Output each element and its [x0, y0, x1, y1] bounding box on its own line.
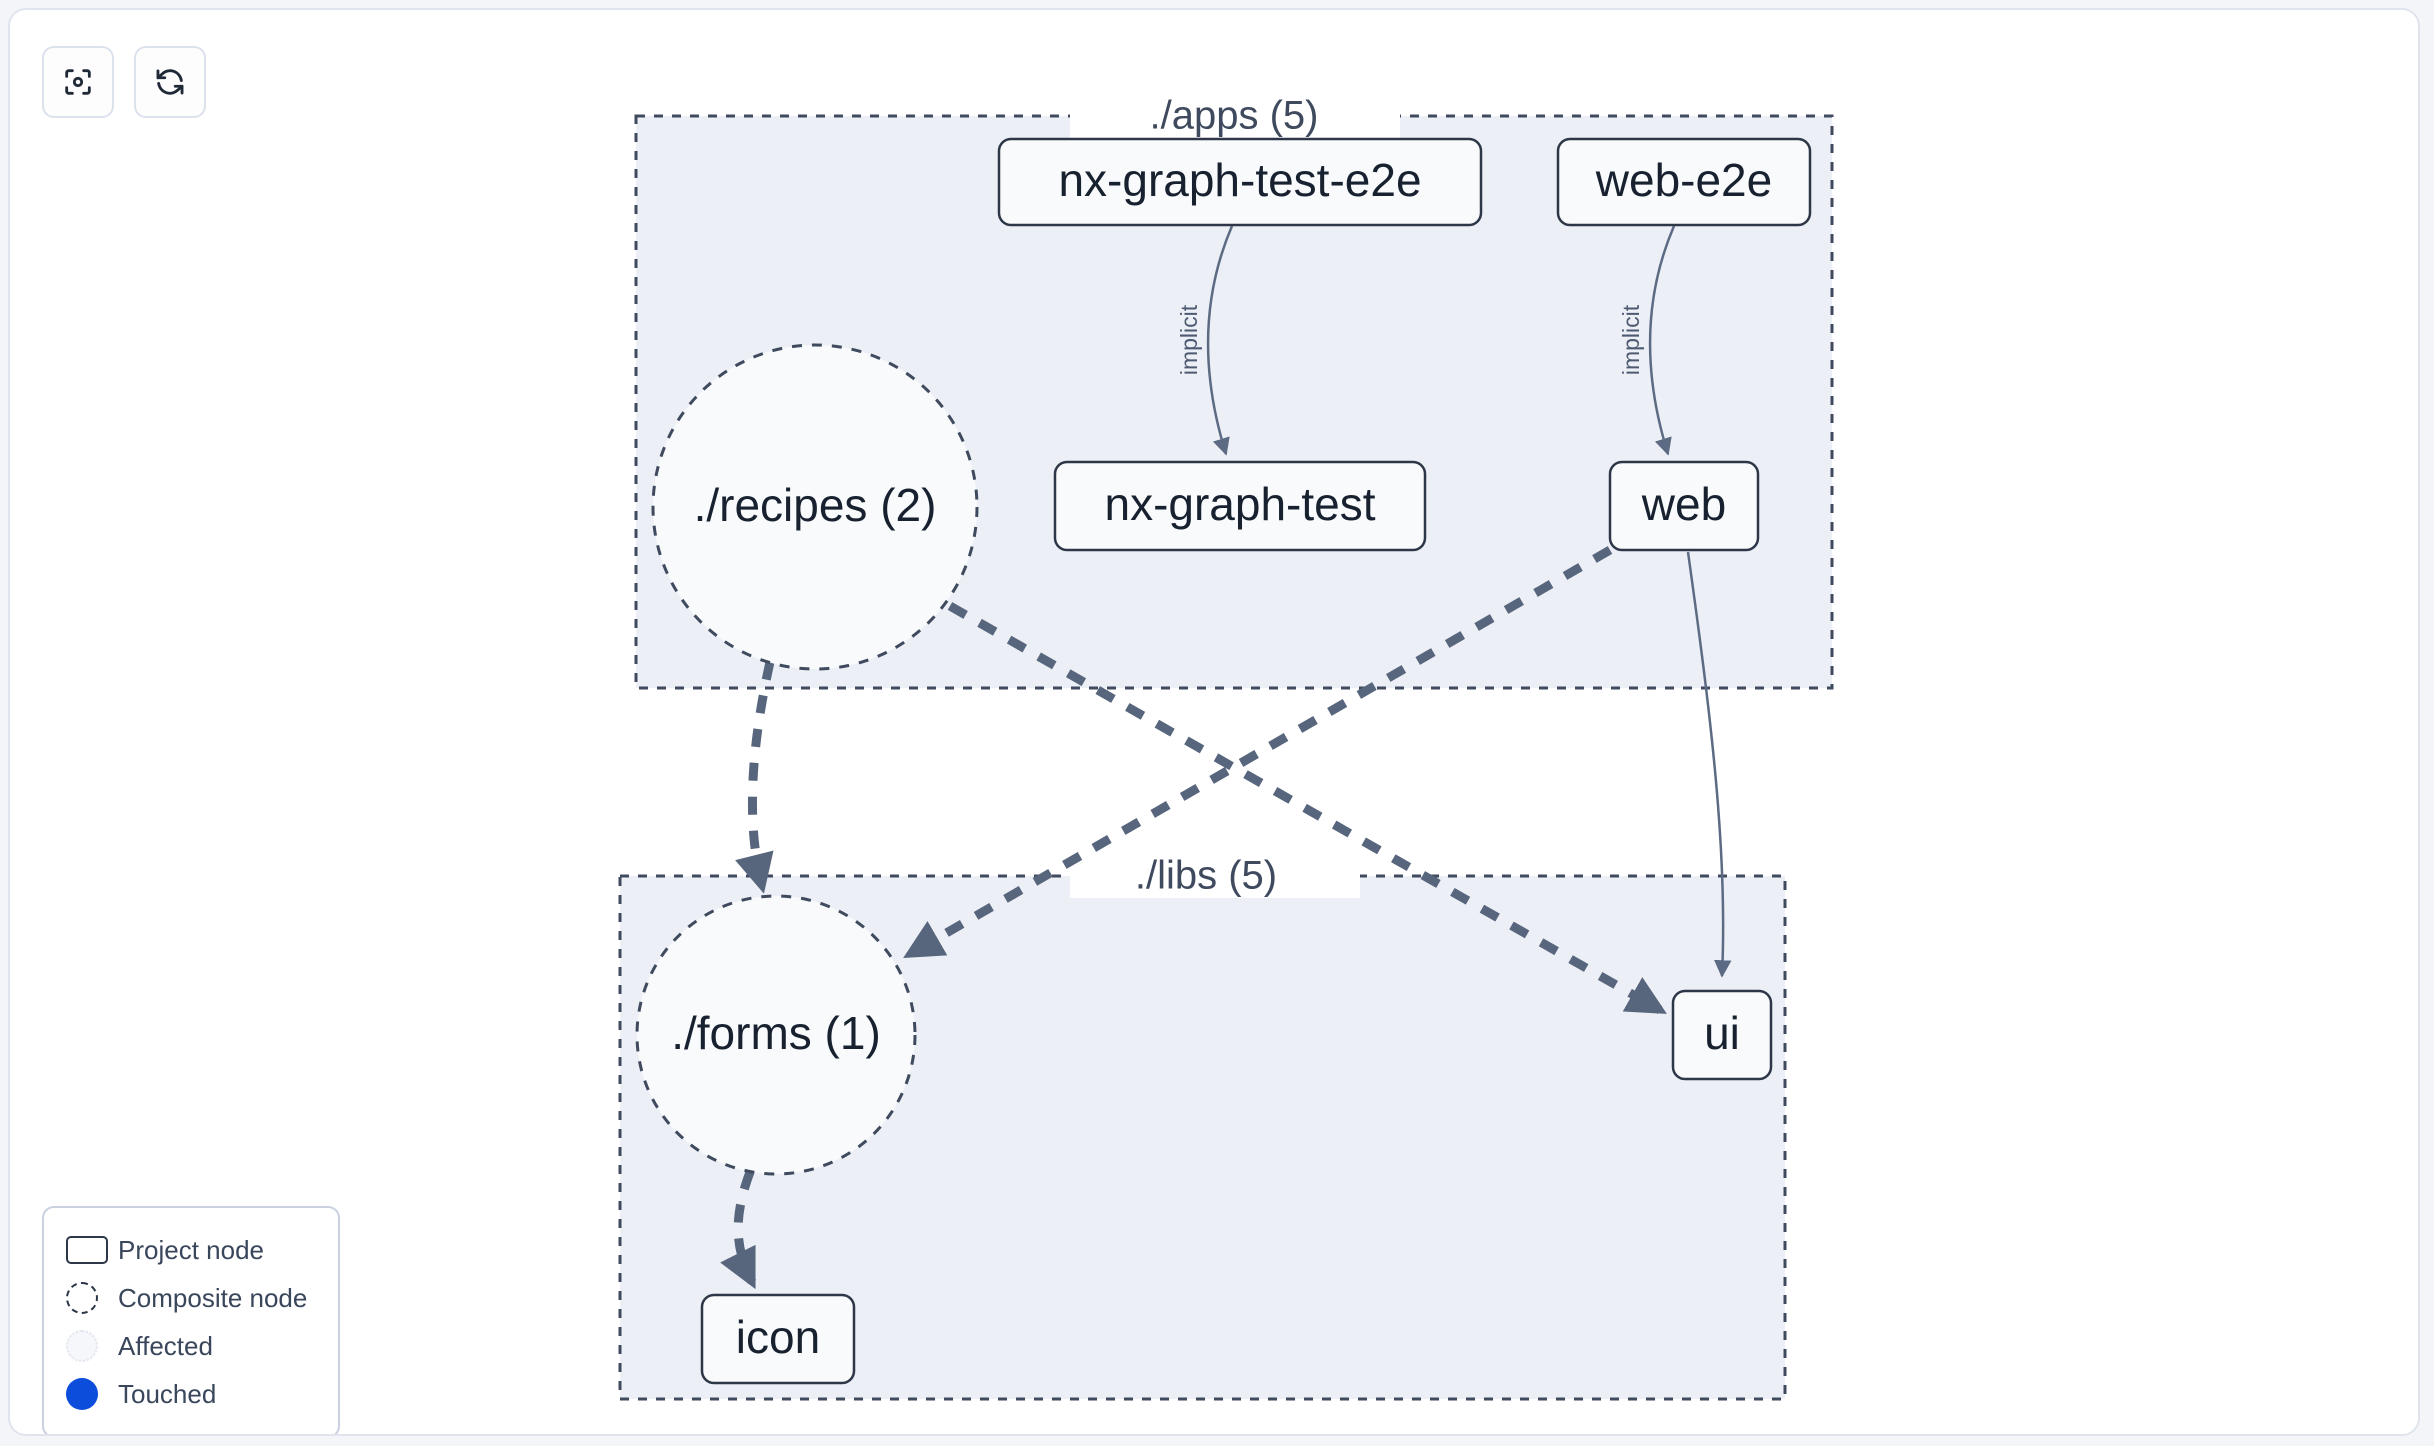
edge-nx-graph-test-e2e-to-nx-graph-test[interactable]: implicit — [1176, 225, 1234, 456]
focus-graph-button[interactable] — [42, 46, 114, 118]
edge-path — [1686, 551, 1732, 978]
composite-node-icon — [66, 1282, 118, 1314]
affected-node-icon — [66, 1330, 118, 1362]
legend-item-composite-node: Composite node — [66, 1274, 318, 1322]
node-shape — [1053, 460, 1427, 552]
legend-item-touched: Touched — [66, 1370, 318, 1418]
legend-item-project-node: Project node — [66, 1226, 318, 1274]
edge-path — [947, 602, 1667, 1014]
node-shape — [1671, 989, 1773, 1081]
legend-item-affected: Affected — [66, 1322, 318, 1370]
node-shape — [635, 894, 917, 1176]
node-shape — [1608, 460, 1760, 552]
group-apps-label: ./apps (5) — [1150, 94, 1319, 138]
group-apps-label-bg — [1070, 96, 1400, 138]
edge-path — [1206, 225, 1234, 456]
node-label: icon — [736, 1311, 820, 1363]
edge-label-implicit-2: implicit — [1618, 304, 1644, 375]
node-recipes[interactable]: ./recipes (2) — [651, 343, 979, 671]
edge-forms-to-icon[interactable] — [720, 1170, 757, 1290]
edge-path — [1648, 225, 1676, 456]
edge-path — [735, 661, 775, 894]
node-label: ./recipes (2) — [694, 479, 937, 531]
node-label: ui — [1704, 1007, 1740, 1059]
node-ui[interactable]: ui — [1671, 989, 1773, 1081]
legend-label: Composite node — [118, 1282, 308, 1313]
node-icon[interactable]: icon — [700, 1293, 856, 1385]
edge-recipes-to-ui[interactable] — [947, 602, 1667, 1014]
group-libs-label-bg — [1070, 856, 1360, 898]
group-libs-label: ./libs (5) — [1135, 854, 1277, 898]
node-nx-graph-test[interactable]: nx-graph-test — [1053, 460, 1427, 552]
node-shape — [651, 343, 979, 671]
touched-node-icon — [66, 1378, 118, 1410]
node-label: nx-graph-test-e2e — [1058, 154, 1421, 206]
refresh-graph-button[interactable] — [134, 46, 206, 118]
node-forms[interactable]: ./forms (1) — [635, 894, 917, 1176]
graph-toolbar — [42, 46, 206, 118]
node-label: web — [1641, 478, 1726, 530]
node-label: web-e2e — [1595, 154, 1772, 206]
edge-label-implicit-1: implicit — [1176, 304, 1202, 375]
node-web[interactable]: web — [1608, 460, 1760, 552]
project-graph[interactable]: ./apps (5) ./libs (5) implicit implicit — [10, 10, 2420, 1436]
legend-label: Affected — [118, 1330, 213, 1361]
edge-web-e2e-to-web[interactable]: implicit — [1618, 225, 1676, 456]
node-label: ./forms (1) — [671, 1007, 881, 1059]
graph-canvas[interactable]: ./apps (5) ./libs (5) implicit implicit — [8, 8, 2420, 1436]
project-node-icon — [66, 1236, 118, 1264]
edge-recipes-to-forms[interactable] — [735, 661, 775, 894]
node-shape — [997, 137, 1483, 227]
refresh-icon — [153, 65, 187, 99]
edge-web-to-ui[interactable] — [1686, 551, 1732, 978]
edge-path — [720, 1170, 757, 1290]
node-nx-graph-test-e2e[interactable]: nx-graph-test-e2e — [997, 137, 1483, 227]
legend-label: Project node — [118, 1234, 264, 1265]
node-shape — [700, 1293, 856, 1385]
focus-target-icon — [61, 65, 95, 99]
node-web-e2e[interactable]: web-e2e — [1556, 137, 1812, 227]
graph-legend: Project node Composite node Affected Tou… — [42, 1206, 340, 1434]
legend-label: Touched — [118, 1378, 217, 1409]
node-shape — [1556, 137, 1812, 227]
node-label: nx-graph-test — [1104, 478, 1375, 530]
